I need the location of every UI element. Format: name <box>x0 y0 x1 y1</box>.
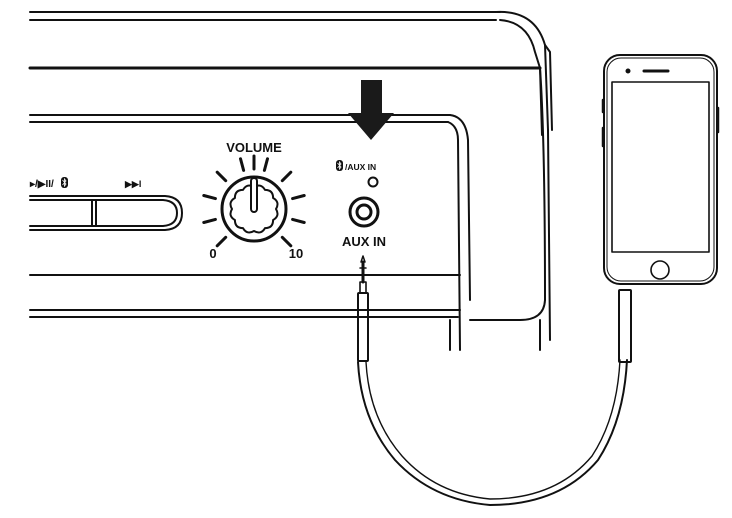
volume-knob <box>220 175 288 243</box>
volume-tick <box>262 157 269 172</box>
audio-cable <box>357 359 628 506</box>
volume-tick <box>215 235 228 248</box>
volume-tick <box>202 194 217 201</box>
volume-tick <box>239 157 246 172</box>
aux-in-jack <box>348 196 380 228</box>
bluetooth-icon-small <box>61 177 68 188</box>
speaker-body <box>28 10 553 351</box>
volume-tick <box>291 194 306 201</box>
volume-label: VOLUME <box>226 140 282 155</box>
volume-max-label: 10 <box>289 246 303 261</box>
down-arrow-icon <box>348 80 394 140</box>
volume-min-label: 0 <box>209 246 216 261</box>
volume-tick <box>202 217 217 224</box>
volume-tick <box>280 170 293 183</box>
volume-ticks <box>202 154 306 248</box>
aux-in-label: AUX IN <box>342 234 386 249</box>
volume-tick <box>280 235 293 248</box>
status-led <box>367 176 379 188</box>
smartphone <box>601 54 720 285</box>
aux-plug-phone <box>618 283 632 363</box>
volume-tick <box>215 170 228 183</box>
volume-tick <box>291 217 306 224</box>
audio-cable-inner <box>365 359 621 500</box>
play-controls-label: ▸/▶II/ <box>29 179 54 190</box>
transport-buttons <box>29 195 183 231</box>
bluetooth-icon <box>336 160 343 171</box>
next-track-label: ▶▶I <box>124 179 141 189</box>
aux-plug-speaker <box>357 255 369 362</box>
led-label: /AUX IN <box>345 162 376 172</box>
